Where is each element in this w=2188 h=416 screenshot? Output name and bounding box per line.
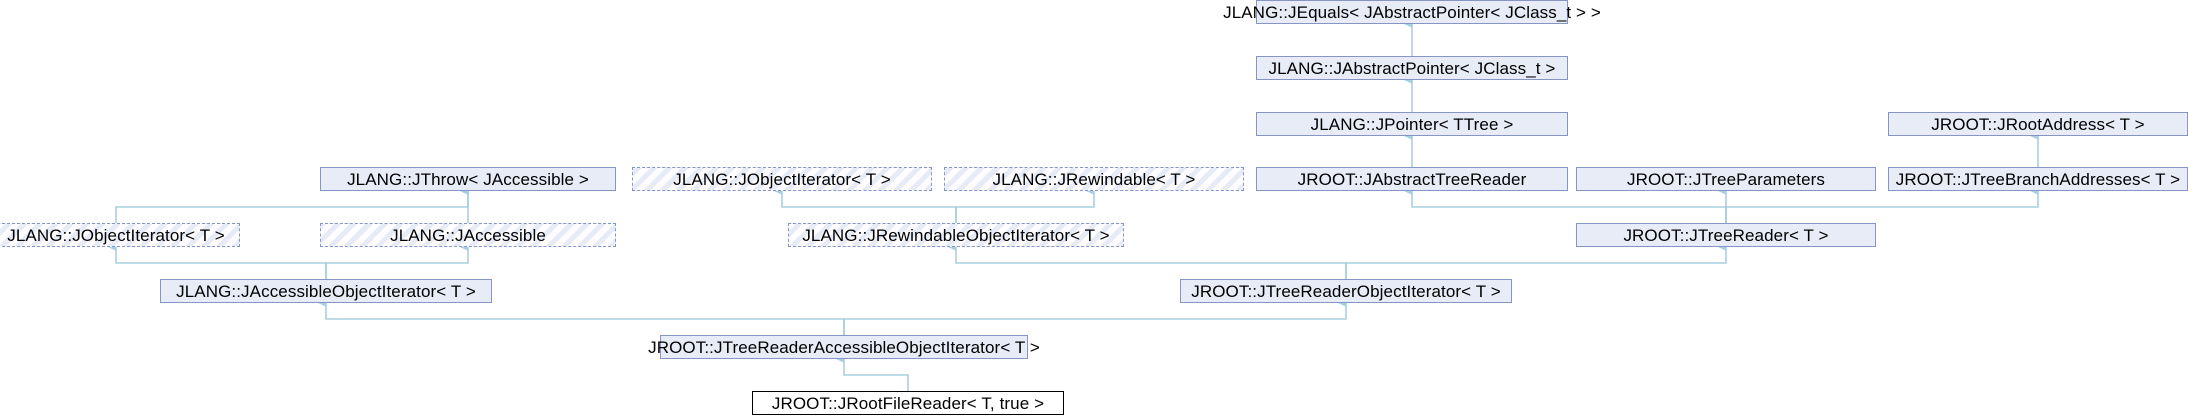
class-node-jtreereaderaccessibleobjectiterator[interactable]: JROOT::JTreeReaderAccessibleObjectIterat…: [648, 335, 1040, 359]
edge-jtreereaderobjectiterator-to-jrewindableobjectiterator: [948, 243, 1347, 279]
class-node-label: JLANG::JRewindable< T >: [992, 169, 1196, 189]
class-node-label: JLANG::JAccessibleObjectIterator< T >: [176, 281, 476, 301]
class-node-label: JROOT::JRootAddress< T >: [1931, 114, 2145, 134]
class-node-jaccessibleobjectiterator[interactable]: JLANG::JAccessibleObjectIterator< T >: [160, 279, 492, 303]
edge-jtreereaderobjectiterator-to-jtreereader: [1345, 243, 1727, 279]
edge-jtreereaderaccessibleobjectiterator-to-jaccessibleobjectiterator: [318, 299, 845, 335]
class-node-jtreereader[interactable]: JROOT::JTreeReader< T >: [1576, 223, 1876, 247]
class-node-label: JLANG::JAbstractPointer< JClass_t >: [1268, 58, 1556, 78]
edge-jtreereader-to-jtreebranchaddresses: [1725, 187, 2039, 223]
class-node-label: JROOT::JAbstractTreeReader: [1297, 169, 1527, 189]
class-node-label: JROOT::JTreeBranchAddresses< T >: [1895, 169, 2181, 189]
class-node-label: JLANG::JObjectIterator< T >: [673, 169, 891, 189]
edge-jaccessibleobjectiterator-to-jobjectiterator_left: [108, 243, 327, 279]
class-node-jequals[interactable]: JLANG::JEquals< JAbstractPointer< JClass…: [1223, 0, 1601, 24]
edge-jtreereader-to-jabstracttreereader: [1404, 187, 1727, 223]
edge-jaccessibleobjectiterator-to-jaccessible: [325, 243, 469, 279]
class-node-jrootaddress[interactable]: JROOT::JRootAddress< T >: [1888, 112, 2188, 136]
class-node-jrootfilereader[interactable]: JROOT::JRootFileReader< T, true >: [752, 391, 1064, 415]
class-node-label: JLANG::JEquals< JAbstractPointer< JClass…: [1223, 2, 1601, 22]
edge-jrewindableobjectiterator-to-jrewindable: [955, 187, 1095, 223]
class-node-jabstracttreereader[interactable]: JROOT::JAbstractTreeReader: [1256, 167, 1568, 191]
class-node-jrewindableobjectiterator[interactable]: JLANG::JRewindableObjectIterator< T >: [788, 223, 1124, 247]
class-node-jpointer[interactable]: JLANG::JPointer< TTree >: [1256, 112, 1568, 136]
class-node-label: JLANG::JRewindableObjectIterator< T >: [802, 225, 1110, 245]
edge-jrewindableobjectiterator-to-jobjectiterator_top: [774, 187, 957, 223]
class-node-label: JROOT::JRootFileReader< T, true >: [771, 393, 1045, 413]
class-node-label: JLANG::JAccessible: [390, 225, 546, 245]
edge-jtreereaderaccessibleobjectiterator-to-jtreereaderobjectiterator: [843, 299, 1347, 335]
class-node-label: JLANG::JObjectIterator< T >: [7, 225, 225, 245]
edge-jobjectiterator_left-to-jthrow: [115, 187, 469, 223]
class-node-jabstractpointer[interactable]: JLANG::JAbstractPointer< JClass_t >: [1256, 56, 1568, 80]
class-node-jtreebranchaddresses[interactable]: JROOT::JTreeBranchAddresses< T >: [1888, 167, 2188, 191]
inheritance-edges: [108, 20, 2039, 391]
class-node-jrewindable[interactable]: JLANG::JRewindable< T >: [944, 167, 1244, 191]
class-node-label: JLANG::JPointer< TTree >: [1310, 114, 1514, 134]
class-node-jthrow[interactable]: JLANG::JThrow< JAccessible >: [320, 167, 616, 191]
class-node-jobjectiterator_left[interactable]: JLANG::JObjectIterator< T >: [0, 223, 240, 247]
class-node-label: JLANG::JThrow< JAccessible >: [347, 169, 589, 189]
class-node-jobjectiterator_top[interactable]: JLANG::JObjectIterator< T >: [632, 167, 932, 191]
class-node-label: JROOT::JTreeReader< T >: [1623, 225, 1829, 245]
class-node-jtreereaderobjectiterator[interactable]: JROOT::JTreeReaderObjectIterator< T >: [1180, 279, 1512, 303]
class-node-jaccessible[interactable]: JLANG::JAccessible: [320, 223, 616, 247]
edge-jrootfilereader-to-jtreereaderaccessibleobjectiterator: [836, 355, 909, 391]
class-node-jtreeparameters[interactable]: JROOT::JTreeParameters: [1576, 167, 1876, 191]
class-node-label: JROOT::JTreeReaderAccessibleObjectIterat…: [648, 337, 1040, 357]
class-node-label: JROOT::JTreeReaderObjectIterator< T >: [1191, 281, 1501, 301]
class-node-label: JROOT::JTreeParameters: [1626, 169, 1826, 189]
